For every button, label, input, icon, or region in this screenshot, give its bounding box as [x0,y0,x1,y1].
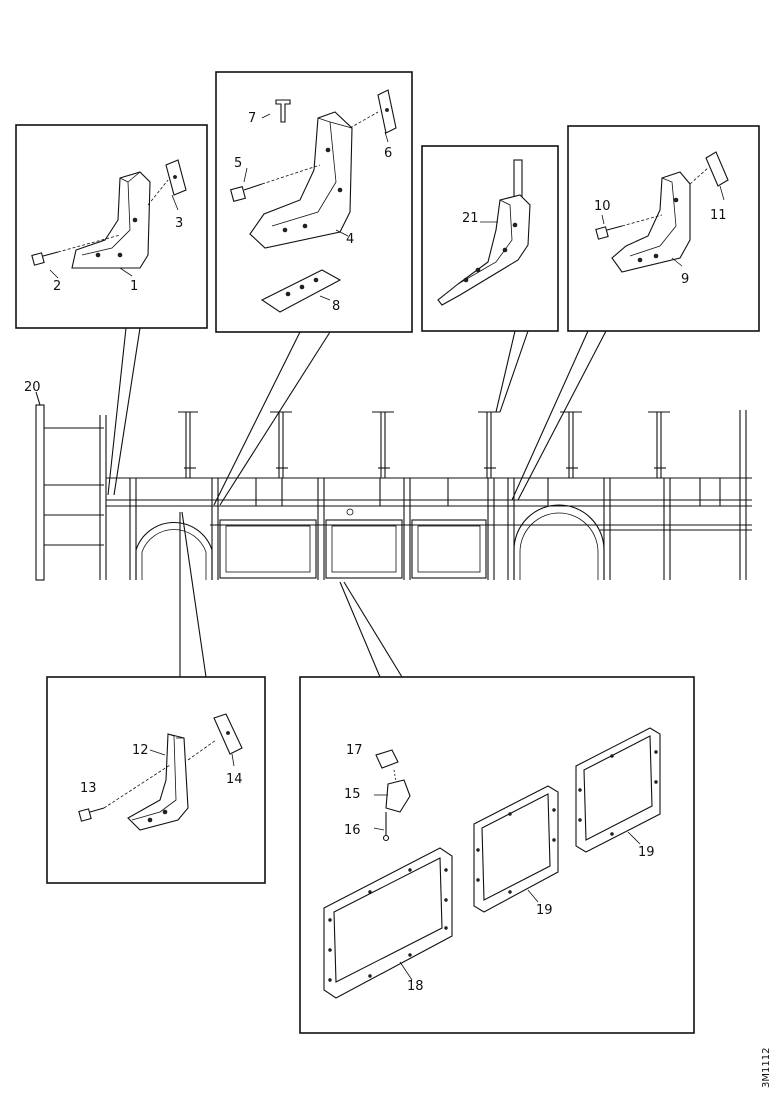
callout-17: 17 [346,743,363,758]
callout-19-right: 19 [638,845,655,860]
callout-10: 10 [594,199,611,214]
callout-12: 12 [132,743,149,758]
callout-21: 21 [462,211,479,226]
callout-3: 3 [175,216,183,231]
callout-2: 2 [53,279,61,294]
detail-box-bracket-4 [215,71,413,333]
callout-5: 5 [234,156,242,171]
figure-reference-code: 3M1112 [761,1048,772,1088]
callout-4: 4 [346,232,354,247]
detail-box-bracket-1 [15,124,208,329]
callout-6: 6 [384,146,392,161]
callout-8: 8 [332,299,340,314]
detail-box-hatch-frames [299,676,695,1034]
callout-1: 1 [130,279,138,294]
detail-box-bracket-21 [421,145,559,332]
callout-16: 16 [344,823,361,838]
callout-18: 18 [407,979,424,994]
detail-box-bracket-12 [46,676,266,884]
callout-7: 7 [248,111,256,126]
leader-lines [35,327,607,678]
callout-14: 14 [226,772,243,787]
callout-13: 13 [80,781,97,796]
detail-box-bracket-9 [567,125,760,332]
callout-11: 11 [710,208,727,223]
callout-labels: 1 2 3 4 5 6 7 8 9 10 11 12 13 14 15 16 1… [24,111,727,994]
callout-15: 15 [344,787,361,802]
callout-9: 9 [681,272,689,287]
callout-20: 20 [24,380,41,395]
callout-19-middle: 19 [536,903,553,918]
bus-frame-assembly [35,404,752,581]
